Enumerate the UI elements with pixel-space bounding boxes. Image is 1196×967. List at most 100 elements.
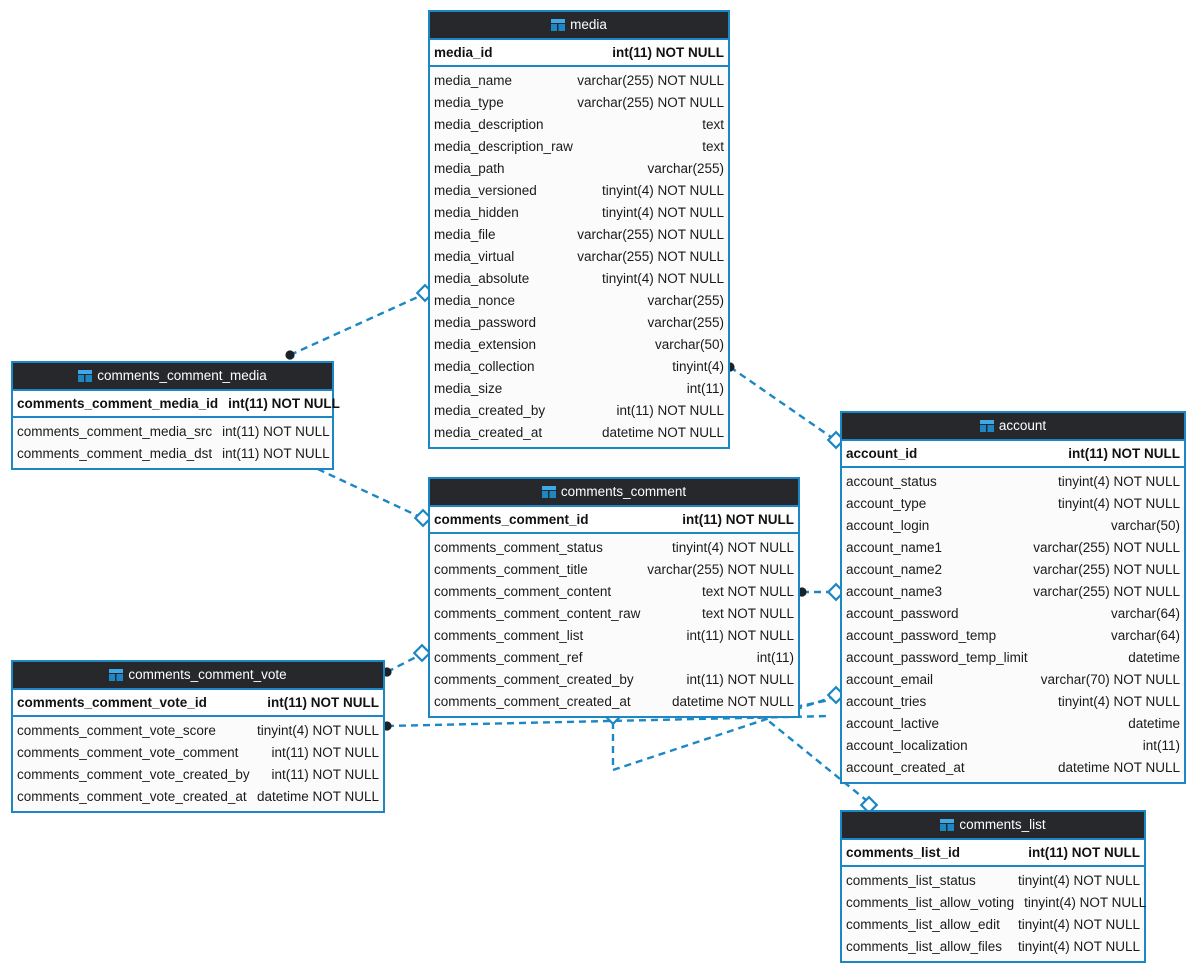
column-row[interactable]: media_created_by int(11) NOT NULL [430,400,728,422]
column-name: media_created_by [434,403,546,418]
column-row[interactable]: comments_comment_content_raw text NOT NUL… [430,603,798,625]
table-header-comments_comment_media[interactable]: comments_comment_media [13,363,332,389]
primary-key-type: int(11) NOT NULL [267,695,379,710]
column-type: int(11) NOT NULL [222,424,330,439]
column-type: tinyint(4) NOT NULL [256,723,379,738]
column-type: varchar(50) [1110,518,1180,533]
table-title: comments_comment_media [97,368,267,383]
column-name: comments_comment_content_raw [434,606,641,621]
column-name: account_password_temp [846,628,997,643]
table-header-comments_list[interactable]: comments_list [842,812,1144,838]
edge-ccmedia-to-media [289,294,421,357]
column-type: tinyint(4) NOT NULL [1024,895,1147,910]
column-type: varchar(255) NOT NULL [577,95,724,110]
column-type: datetime NOT NULL [671,694,794,709]
column-name: media_collection [434,359,535,374]
table-header-comments_comment[interactable]: comments_comment [430,479,798,505]
table-header-account[interactable]: account [842,413,1184,439]
column-type: int(11) NOT NULL [616,403,724,418]
table-header-comments_comment_vote[interactable]: comments_comment_vote [13,662,383,688]
column-type: tinyint(4) NOT NULL [601,205,724,220]
column-type: varchar(255) NOT NULL [647,562,794,577]
column-name: comments_list_allow_files [846,939,1003,954]
table-icon [551,19,566,31]
table-comments_comment_media[interactable]: comments_comment_media comments_comment_m… [11,361,340,470]
table-icon [78,370,93,382]
column-row[interactable]: account_login varchar(50) [842,515,1184,537]
column-type: varchar(255) NOT NULL [1033,540,1180,555]
table-title: comments_list [959,817,1046,832]
column-name: comments_list_allow_voting [846,895,1015,910]
column-name: comments_comment_content [434,584,612,599]
column-name: account_login [846,518,930,533]
column-name: comments_comment_created_by [434,672,634,687]
primary-key-name: comments_list_id [846,845,961,860]
column-type: text NOT NULL [701,606,794,621]
table-header-media[interactable]: media [430,12,728,38]
primary-key-name: comments_comment_id [434,512,589,527]
column-name: media_extension [434,337,537,352]
column-row[interactable]: comments_list_allow_voting tinyint(4) NOT… [842,892,1147,914]
